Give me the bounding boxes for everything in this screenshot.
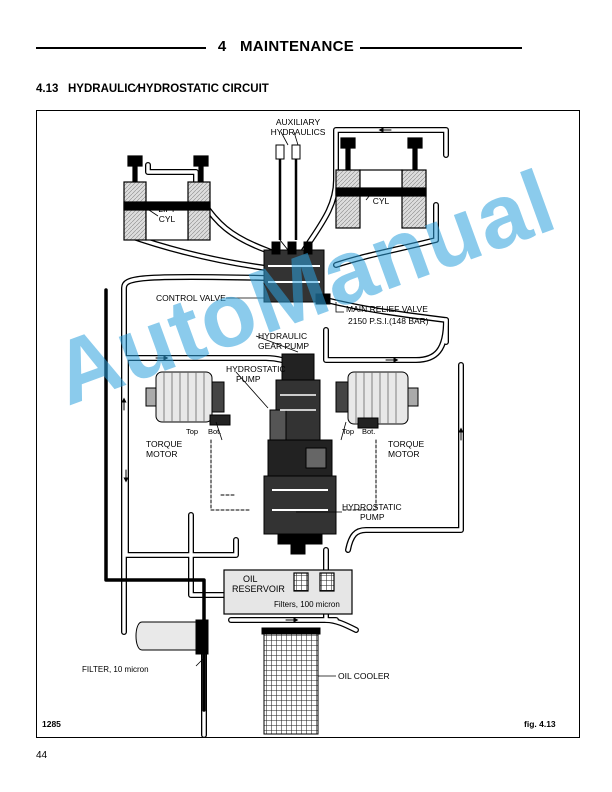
filter-10-micron xyxy=(135,619,209,655)
label-reservoir: RESERVOIR xyxy=(232,584,285,594)
control-valve xyxy=(263,241,331,305)
chapter-rule-right xyxy=(360,47,522,49)
label-hydraulics: HYDRAULICS xyxy=(271,127,326,137)
section-number: 4.13 xyxy=(36,83,59,95)
label-tilt: TILT xyxy=(373,186,390,196)
label-figure-number: fig. 4.13 xyxy=(524,719,556,729)
label-top-left: Top xyxy=(186,427,198,436)
oil-reservoir xyxy=(223,569,353,615)
label-hydrostatic-bottom-2: PUMP xyxy=(360,512,385,522)
label-tilt-cyl: CYL xyxy=(373,196,390,206)
label-hydrostatic-bottom-1: HYDROSTATIC xyxy=(342,502,402,512)
chapter-number: 4 xyxy=(217,38,227,55)
label-oil: OIL xyxy=(243,574,258,584)
label-motor-right: MOTOR xyxy=(388,449,419,459)
tilt-cylinder xyxy=(335,137,427,229)
oil-cooler xyxy=(261,627,321,735)
label-gear-pump-2: GEAR PUMP xyxy=(258,341,309,351)
chapter-rule-left xyxy=(36,47,206,49)
label-bot-left: Bot. xyxy=(208,427,221,436)
label-filter-10: FILTER, 10 micron xyxy=(82,665,149,674)
label-top-right: Top xyxy=(342,427,354,436)
label-gear-pump-1: HYDRAULIC xyxy=(258,331,307,341)
label-oil-cooler: OIL COOLER xyxy=(338,671,390,681)
label-relief-valve: MAIN RELIEF VALVE xyxy=(346,304,428,314)
hydraulic-circuit-diagram: AUXILIARY HYDRAULICS LIFT CYL TILT CYL C… xyxy=(42,117,556,738)
label-control-valve: CONTROL VALVE xyxy=(156,293,226,303)
chapter-title: MAINTENANCE xyxy=(239,38,355,55)
page-number: 44 xyxy=(36,750,48,761)
lift-cylinder xyxy=(123,155,211,241)
label-filters-100: Filters, 100 micron xyxy=(274,600,340,609)
label-figure-code: 1285 xyxy=(42,719,61,729)
label-lift-cyl: CYL xyxy=(159,214,176,224)
figure-frame xyxy=(36,110,580,738)
hydraulic-gear-pump xyxy=(269,353,321,441)
chapter-heading: 4 MAINTENANCE xyxy=(206,38,366,55)
hydrostatic-pump xyxy=(263,439,337,555)
label-auxiliary: AUXILIARY xyxy=(276,117,321,127)
label-hydrostatic-top-2: PUMP xyxy=(236,374,261,384)
section-title: HYDRAULIC⁄HYDROSTATIC CIRCUIT xyxy=(67,83,269,95)
leader-lines xyxy=(145,131,375,677)
label-torque-right: TORQUE xyxy=(388,439,425,449)
section-heading: 4.13 HYDRAULIC⁄HYDROSTATIC CIRCUIT xyxy=(36,83,269,95)
label-lift: LIFT xyxy=(158,204,175,214)
label-hydrostatic-top-1: HYDROSTATIC xyxy=(226,364,286,374)
torque-motor-right xyxy=(335,371,419,429)
label-bot-right: Bot. xyxy=(362,427,375,436)
auxiliary-couplers xyxy=(275,144,301,251)
label-relief-pressure: 2150 P.S.I.(148 BAR) xyxy=(348,316,429,326)
label-motor-left: MOTOR xyxy=(146,449,177,459)
label-torque-left: TORQUE xyxy=(146,439,183,449)
torque-motor-left xyxy=(145,371,231,426)
